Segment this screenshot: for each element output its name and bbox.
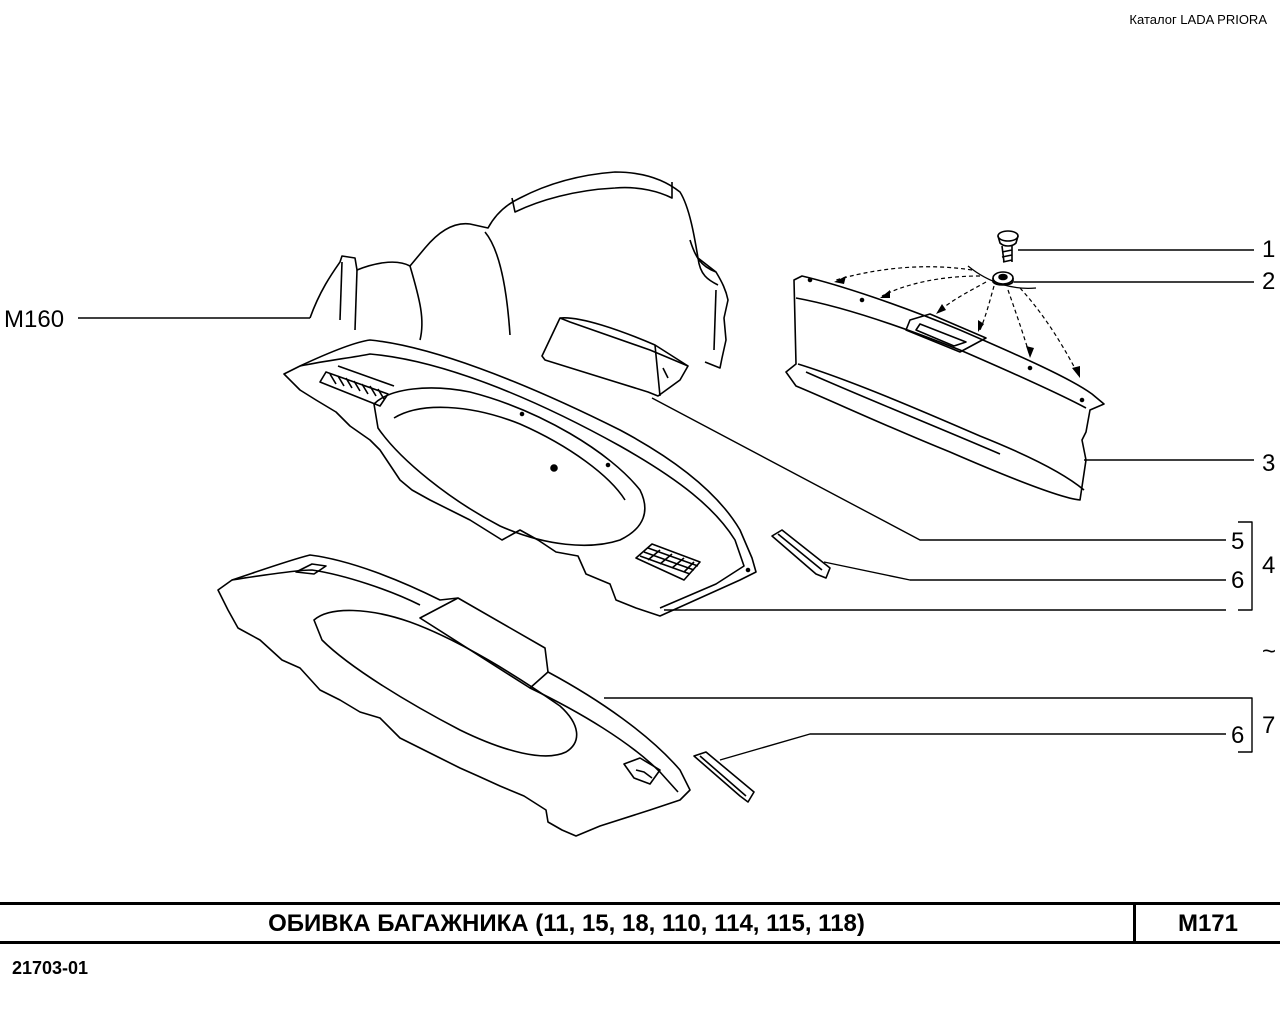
callout-7: 7: [1262, 712, 1276, 739]
reference-m160: M160: [4, 306, 65, 333]
callout-3: 3: [1262, 450, 1276, 477]
callout-6-upper: 6: [1231, 567, 1245, 594]
part-4-shelf: [283, 339, 757, 617]
part-5-box: [541, 317, 689, 397]
catalog-label: Каталог LADA PRIORA: [1129, 12, 1267, 27]
callout-5: 5: [1231, 528, 1245, 555]
callout-6-lower: 6: [1231, 722, 1245, 749]
part-1-screw: [997, 230, 1019, 263]
drawing-title: ОБИВКА БАГАЖНИКА (11, 15, 18, 110, 114, …: [268, 910, 865, 937]
arrow-heads: [834, 276, 1080, 378]
callout-2: 2: [1262, 268, 1276, 295]
part-6-clip-upper: [771, 529, 831, 579]
trunk-side-trim: [309, 171, 729, 369]
leader-lines: [78, 249, 1254, 761]
assembly-arrows: [835, 266, 1079, 375]
title-divider: [1133, 905, 1136, 941]
part-2-washer: [992, 271, 1014, 286]
callout-1: 1: [1262, 236, 1276, 263]
part-6-clip-lower: [693, 751, 755, 803]
part-3-cover: [785, 275, 1105, 501]
part-7-shelf: [217, 554, 691, 837]
callout-tilde: ~: [1262, 638, 1277, 665]
document-number: 21703-01: [12, 958, 89, 978]
title-bar: ОБИВКА БАГАЖНИКА (11, 15, 18, 110, 114, …: [0, 902, 1280, 944]
callout-4: 4: [1262, 552, 1276, 579]
sheet-number: М171: [1177, 910, 1239, 937]
